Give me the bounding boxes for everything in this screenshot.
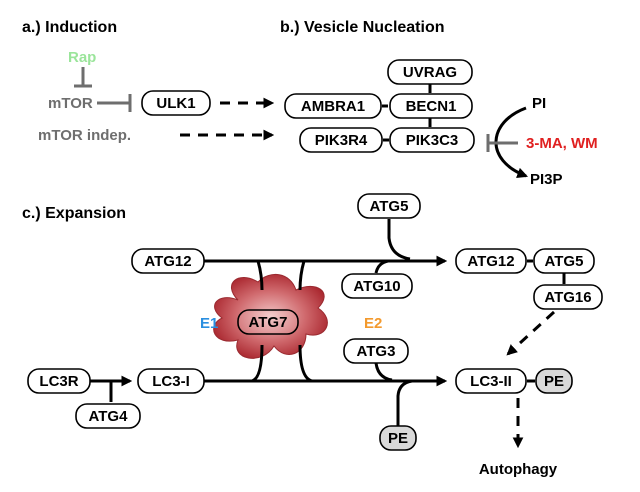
e2-label: E2: [364, 315, 382, 332]
atg16-label: ATG16: [544, 289, 591, 306]
inhibitor-label: 3-MA, WM: [526, 135, 598, 152]
e1-lc3-loop-right: [298, 344, 313, 383]
atg10-join-line: [374, 259, 389, 274]
e1-atg12-loop-left: [256, 260, 264, 291]
pi3p-label: PI3P: [530, 171, 563, 188]
pe-join-line: [396, 379, 413, 426]
lc3r-label: LC3R: [39, 373, 78, 390]
atg4-label: ATG4: [89, 408, 129, 425]
pe-label: PE: [388, 430, 408, 447]
uvrag-label: UVRAG: [403, 64, 457, 81]
atg10-box: [341, 273, 413, 299]
ambra1-box: [284, 93, 382, 119]
atg12-conjugate-label: ATG12: [467, 253, 514, 270]
ambra1-label: AMBRA1: [301, 98, 365, 115]
e1-atg12-loop-right: [298, 260, 306, 291]
pik3c3-box: [389, 127, 475, 153]
atg7-label: ATG7: [249, 314, 288, 331]
atg3-label: ATG3: [357, 343, 396, 360]
pi-label: PI: [532, 95, 546, 112]
pe-box: [379, 425, 417, 451]
autophagy-label: Autophagy: [479, 461, 558, 478]
atg16-to-lc3ii-arrow: [506, 310, 556, 356]
atg5-top-box: [357, 193, 421, 219]
pi-to-pi3p-arrow: [494, 106, 529, 178]
pik3r4-label: PIK3R4: [315, 132, 368, 149]
pik3c3-label: PIK3C3: [406, 132, 459, 149]
lc3i-label: LC3-I: [152, 373, 190, 390]
rap-label: Rap: [68, 49, 96, 66]
pe-conjugate-box: [535, 368, 573, 394]
atg4-box: [75, 403, 141, 429]
section-title-induction: a.) Induction: [22, 19, 117, 36]
atg3-join-line: [374, 362, 393, 382]
atg5-top-label: ATG5: [370, 198, 409, 215]
pik3r4-box: [299, 127, 383, 153]
atg5-join-line: [387, 219, 411, 261]
atg7-box: [237, 309, 299, 335]
lc3ii-box: [455, 368, 527, 394]
e1-enzyme-blob: [213, 274, 328, 359]
becn1-label: BECN1: [406, 98, 457, 115]
atg12-label: ATG12: [144, 253, 191, 270]
atg12-conjugate-box: [455, 248, 527, 274]
ulk1-label: ULK1: [156, 95, 195, 112]
mtor-label: mTOR: [48, 95, 93, 112]
atg5-conjugate-label: ATG5: [545, 253, 584, 270]
ulk1-box: [141, 90, 211, 116]
mtor-indep-label: mTOR indep.: [38, 127, 131, 144]
atg16-box: [533, 284, 603, 310]
e1-label: E1: [200, 315, 218, 332]
pe-conjugate-label: PE: [544, 373, 564, 390]
section-title-expansion: c.) Expansion: [22, 205, 126, 222]
section-title-vesicle-nucleation: b.) Vesicle Nucleation: [280, 19, 445, 36]
lc3ii-label: LC3-II: [470, 373, 512, 390]
atg10-label: ATG10: [353, 278, 400, 295]
